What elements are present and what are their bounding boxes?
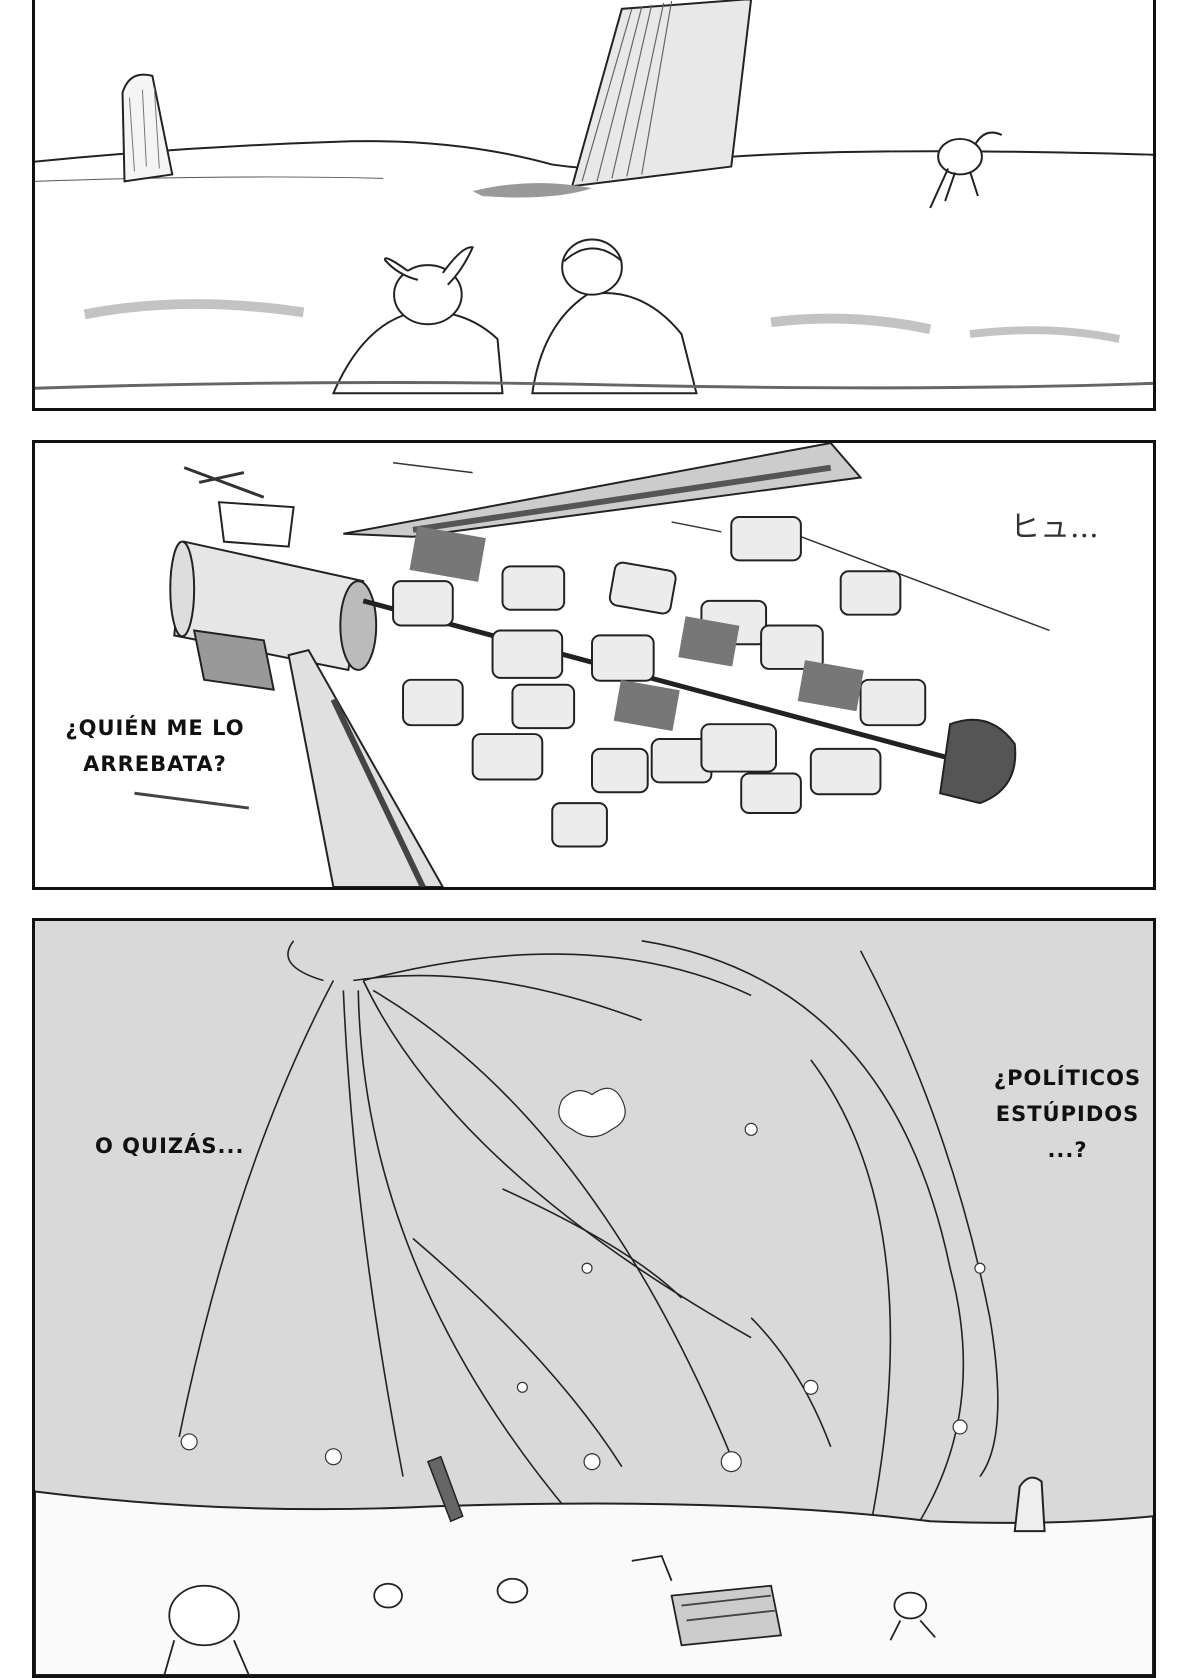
small-walker bbox=[893, 1591, 928, 1620]
central-shaft bbox=[362, 598, 971, 767]
main-cylinder bbox=[169, 501, 378, 691]
caption-or-perhaps: O QUIZÁS... bbox=[95, 1128, 255, 1164]
capped-figure bbox=[531, 238, 698, 395]
right-monolith bbox=[1013, 1476, 1046, 1533]
panel-3-artwork bbox=[35, 940, 1153, 1675]
panel-1-artwork bbox=[35, 0, 1153, 395]
panel-2-artwork bbox=[134, 443, 1050, 887]
panel-2 bbox=[32, 440, 1156, 890]
caption-line: ...? bbox=[1047, 1138, 1088, 1162]
panel-3 bbox=[32, 918, 1156, 1678]
small-walker bbox=[373, 1582, 403, 1609]
caption-stupid-politicians: ¿POLÍTICOS ESTÚPIDOS ...? bbox=[980, 1060, 1155, 1168]
tilted-monolith bbox=[426, 1455, 464, 1523]
walker-creature bbox=[929, 131, 1003, 209]
end-cap bbox=[939, 718, 1017, 805]
explosion-burst bbox=[558, 1087, 626, 1138]
panel-1 bbox=[32, 0, 1156, 411]
round-creature bbox=[168, 1584, 240, 1647]
sfx-whoosh: ヒュ... bbox=[1010, 510, 1099, 545]
ground bbox=[35, 1490, 1153, 1675]
caption-line: ESTÚPIDOS bbox=[995, 1102, 1140, 1126]
broken-beam bbox=[343, 443, 863, 538]
small-walker bbox=[496, 1577, 529, 1604]
central-monolith bbox=[570, 0, 753, 188]
rabbit-eared-figure bbox=[331, 246, 504, 395]
caption-line: ARREBATA? bbox=[83, 752, 227, 776]
caption-line: O QUIZÁS... bbox=[95, 1134, 245, 1158]
left-monolith bbox=[121, 73, 174, 183]
caption-line: ¿POLÍTICOS bbox=[993, 1066, 1142, 1090]
caption-line: ¿QUIÉN ME LO bbox=[65, 716, 245, 740]
caption-who-takes-it: ¿QUIÉN ME LO ARREBATA? bbox=[50, 710, 260, 782]
